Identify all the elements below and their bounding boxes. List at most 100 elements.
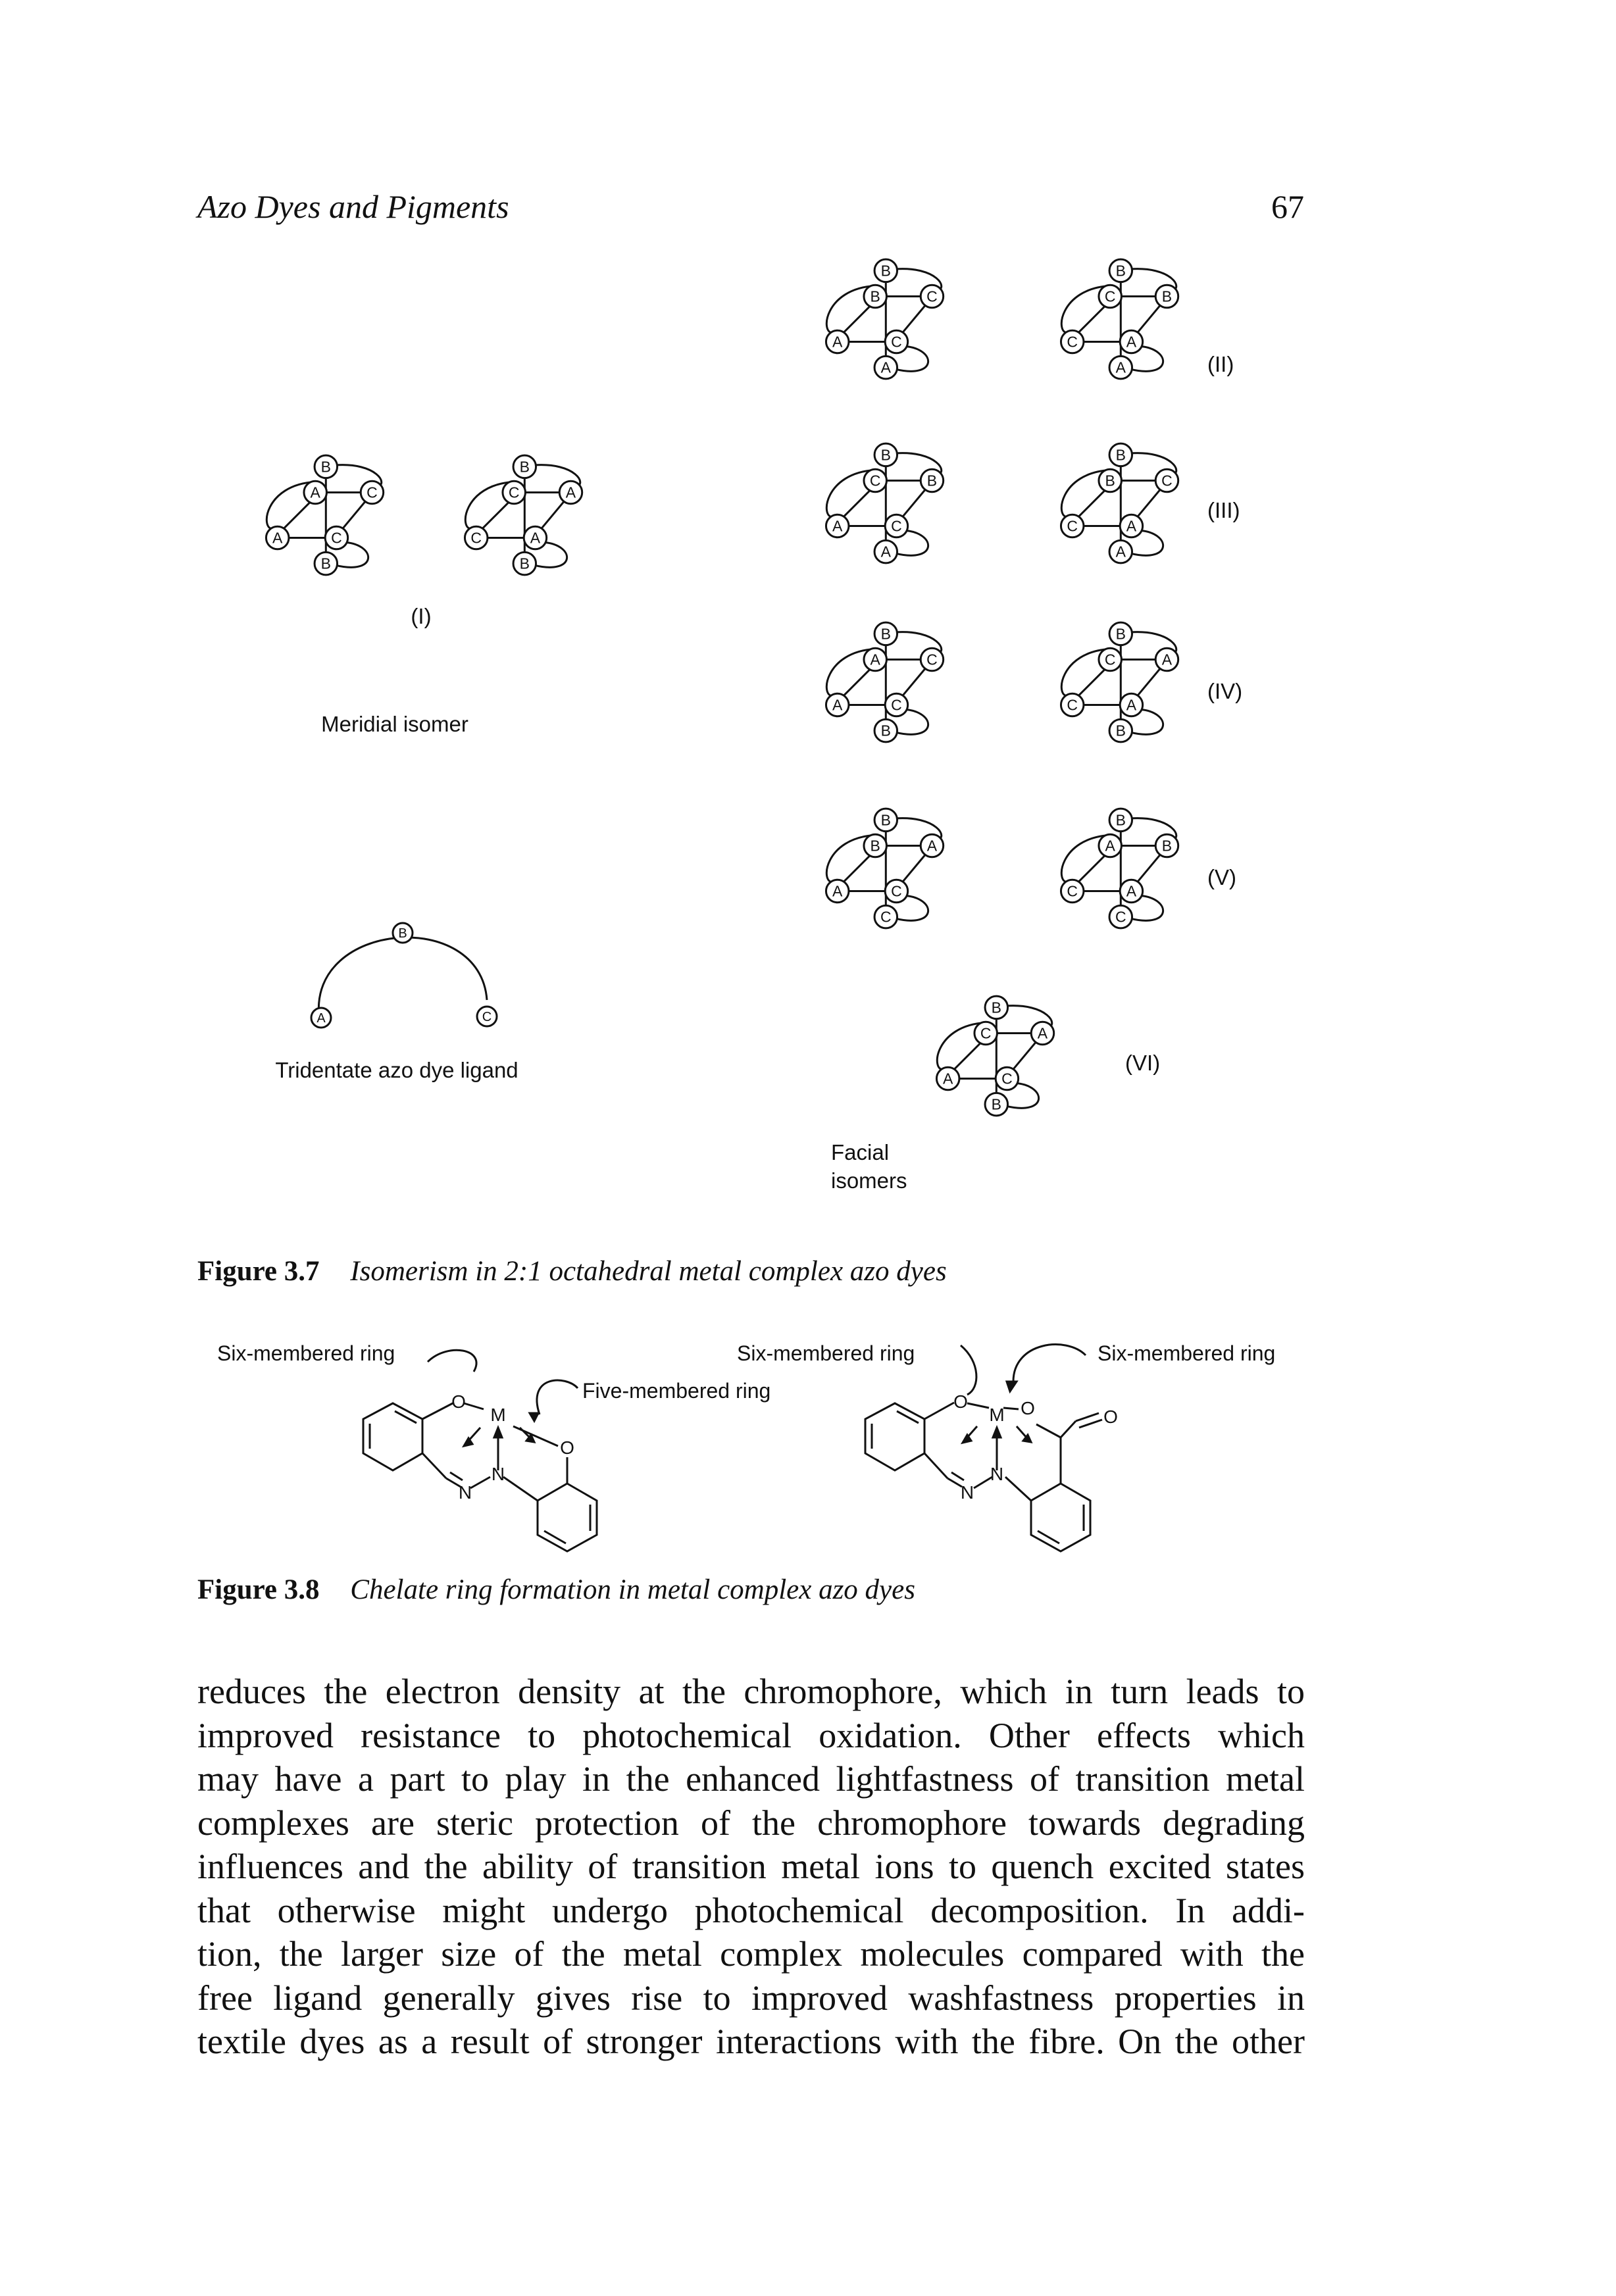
facial-isomers-label-1: Facial (831, 1140, 889, 1164)
atom-b (873, 442, 899, 468)
atom-label: C (1067, 883, 1078, 900)
atom-label: A (871, 651, 881, 668)
meridial-roman-label: (I) (411, 604, 431, 628)
atom-c (884, 329, 909, 355)
atom-b (512, 551, 538, 576)
atom-label: B (881, 811, 891, 828)
atom-label: C (1067, 334, 1078, 351)
bond-diagonal (1136, 854, 1161, 883)
row-label-vi: (VI) (1125, 1051, 1160, 1075)
atom-label: C (1115, 909, 1126, 926)
atom-b (873, 621, 899, 647)
atom-b (1108, 258, 1134, 284)
atom-b (873, 258, 899, 284)
chelate-arc (533, 541, 568, 568)
right-n-1: N (961, 1482, 974, 1503)
atom-label: A (1105, 837, 1116, 855)
atom-c (873, 904, 899, 930)
atom-label: B (1162, 837, 1172, 855)
atom-a (873, 539, 899, 564)
atom-c (1098, 284, 1123, 309)
atom-label: A (1116, 543, 1126, 561)
atom-label: A (272, 530, 283, 547)
bond-diagonal (901, 854, 926, 883)
figure-3-8-caption-label: Figure 3.8 (197, 1574, 320, 1605)
atom-c (324, 525, 349, 551)
chelate-arc (825, 284, 876, 334)
body-line: may have a part to play in the enhanced … (197, 1759, 1305, 1799)
atom-label: B (881, 722, 891, 739)
bond-diagonal (1136, 668, 1161, 697)
label-five-ring: Five-membered ring (582, 1379, 770, 1403)
atom-c (863, 468, 888, 493)
body-line: reduces the electron density at the chro… (197, 1672, 1305, 1711)
atom-label: C (891, 883, 902, 900)
atom-label: B (881, 262, 891, 279)
atom-label: C (509, 484, 520, 501)
right-o-2: O (1021, 1398, 1035, 1418)
figure-3-7-caption-label: Figure 3.7 (197, 1256, 320, 1287)
atom-a (1154, 647, 1180, 672)
tridentate-ligand-label: Tridentate azo dye ligand (275, 1058, 518, 1082)
atom-label: B (520, 458, 530, 475)
right-o-3: O (1103, 1407, 1118, 1427)
figure-3-8-caption: Figure 3.8 Chelate ring formation in met… (197, 1574, 915, 1606)
label-left-six-ring: Six-membered ring (217, 1341, 395, 1365)
atom-label: A (832, 518, 843, 535)
bond-diagonal (341, 501, 366, 530)
ligand-atom-a-label: A (316, 1011, 326, 1026)
left-o-2: O (560, 1437, 574, 1458)
left-o-1: O (451, 1391, 466, 1412)
row-label-iii: (III) (1207, 498, 1240, 522)
chelate-arc (1060, 284, 1111, 334)
atom-c (1154, 468, 1180, 493)
atom-label: C (926, 651, 938, 668)
row-label-v: (V) (1207, 865, 1236, 889)
atom-c (501, 480, 526, 505)
chelate-arc (894, 708, 930, 736)
bond-diagonal (282, 501, 312, 530)
bond-diagonal (901, 489, 926, 518)
atom-label: C (470, 530, 482, 547)
atom-b (512, 454, 538, 480)
row-label-ii: (II) (1207, 352, 1234, 376)
bond-diagonal (540, 501, 565, 530)
atom-label: B (927, 472, 937, 489)
atom-a (863, 647, 888, 672)
atom-label: C (1105, 651, 1116, 668)
left-benzene-ring-2 (536, 1482, 598, 1553)
atom-c (919, 284, 945, 309)
atom-label: A (311, 484, 321, 501)
atom-a (303, 480, 328, 505)
atom-label: A (1126, 883, 1137, 900)
atom-label: A (832, 334, 843, 351)
atom-c (884, 878, 909, 904)
figure-3-8: Six-membered ring Five-membered ring Six… (217, 1341, 1275, 1553)
chelate-arc (825, 468, 876, 518)
atom-b (863, 833, 888, 859)
atom-label: A (1038, 1025, 1048, 1042)
ligand-atom-c (476, 1005, 498, 1028)
atom-c (919, 647, 945, 672)
atom-label: C (880, 909, 892, 926)
atom-label: A (881, 543, 892, 561)
atom-a (558, 480, 584, 505)
atom-a (824, 878, 850, 904)
right-benzene-ring-1 (864, 1402, 926, 1472)
page-number: 67 (1271, 188, 1304, 225)
atom-c (884, 692, 909, 718)
atom-label: A (1126, 697, 1137, 714)
chelate-arc (1129, 708, 1165, 736)
bond-diagonal (901, 668, 926, 697)
atom-label: C (366, 484, 378, 501)
atom-label: B (321, 555, 331, 572)
atom-b (863, 284, 888, 309)
atom-label: B (1116, 262, 1126, 279)
atom-a (1119, 878, 1144, 904)
atom-a (824, 692, 850, 718)
